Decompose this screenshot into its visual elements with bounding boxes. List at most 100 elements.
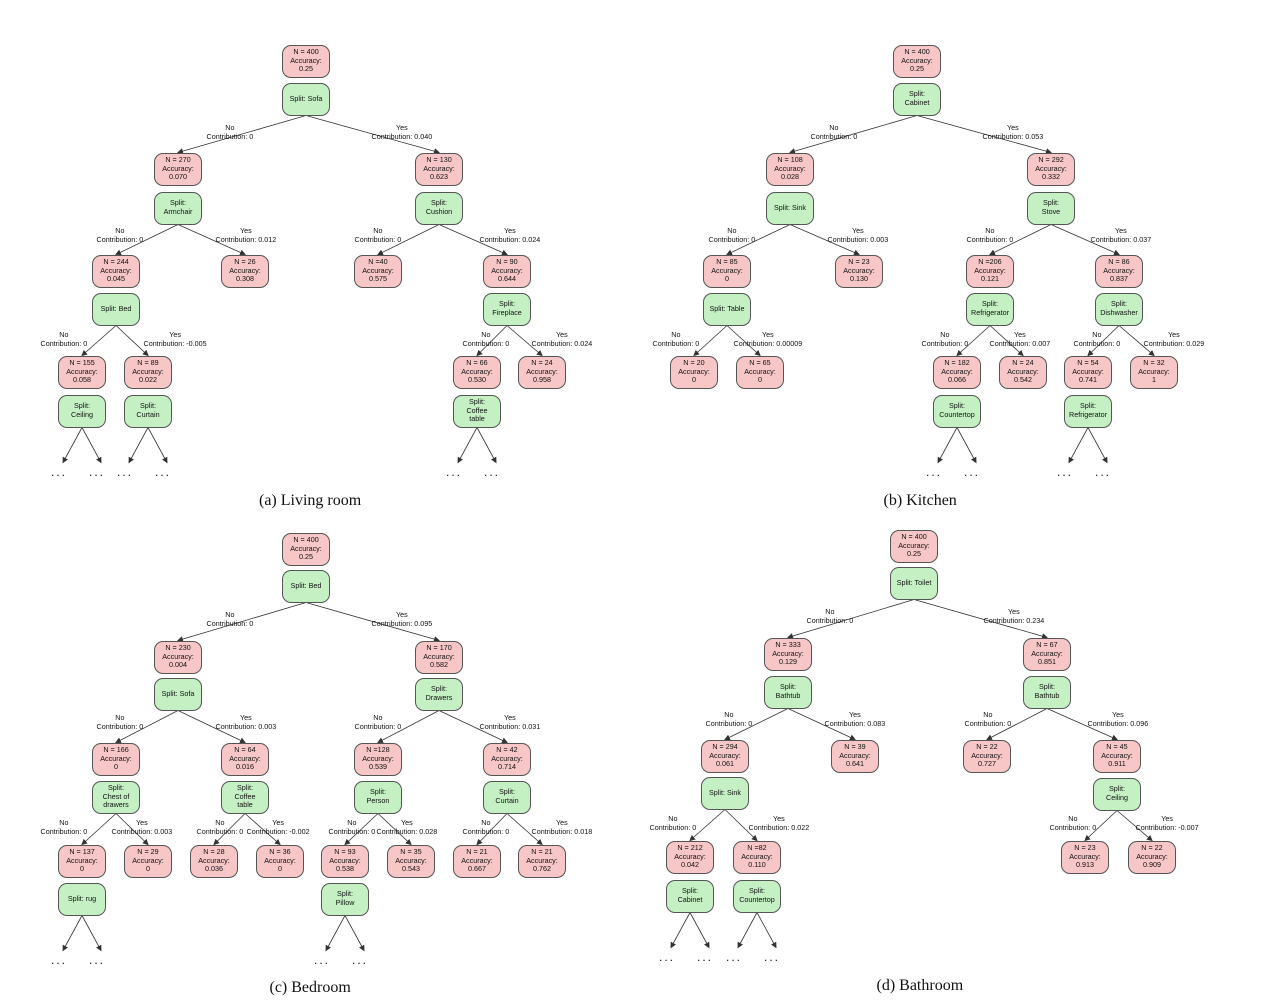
- ellipsis-more: ...: [89, 952, 106, 967]
- ellipsis-more: ...: [726, 949, 743, 964]
- split-node: Split:Cabinet: [893, 82, 941, 116]
- edge-answer: Yes: [773, 814, 785, 823]
- ellipsis-more: ...: [89, 464, 106, 479]
- split-node: Split:Ceiling: [58, 394, 106, 428]
- tree-edge: [1046, 708, 1118, 741]
- node-text: Split:: [499, 299, 515, 309]
- split-node: Split:Stove: [1027, 191, 1075, 225]
- split-node: Split: Table: [703, 292, 751, 326]
- node-text: N = 42: [496, 745, 518, 755]
- node-text: Countertop: [739, 895, 775, 904]
- node-text: table: [237, 800, 253, 810]
- node-text: N = 400: [293, 47, 319, 57]
- node-text: N = 22: [1141, 843, 1163, 853]
- edge-contribution: Contribution: 0.024: [479, 234, 541, 244]
- node-text: Cabinet: [677, 895, 703, 904]
- node-text: N = 21: [531, 847, 553, 857]
- tree-edge: [989, 325, 1024, 357]
- node-text: N = 20: [683, 358, 705, 368]
- panel-caption: (c) Bedroom: [269, 979, 351, 996]
- node-text: N = 130: [426, 155, 452, 165]
- edge-answer: Yes: [401, 818, 413, 827]
- split-node: Split:Cushion: [415, 191, 463, 225]
- node-text: Split:: [949, 401, 965, 411]
- node-text: Accuracy:: [290, 543, 322, 553]
- node-text: N = 400: [293, 535, 319, 545]
- node-text: Split: Table: [709, 303, 745, 313]
- edge-contribution: Contribution: -0.007: [1135, 822, 1199, 832]
- edge-answer: No: [115, 226, 125, 235]
- node-text: 0: [725, 274, 729, 284]
- split-node: Split:Bathtub: [764, 675, 812, 709]
- edge-answer: No: [225, 610, 235, 619]
- split-node: Split:Curtain: [124, 394, 172, 428]
- edge-contribution: Contribution: 0.00009: [733, 338, 803, 348]
- node-text: Split: Bed: [100, 303, 132, 313]
- node-text: Accuracy:: [1136, 851, 1168, 861]
- tree-edge: [937, 427, 958, 464]
- node-text: Ceiling: [1106, 793, 1128, 802]
- split-node: Split:Pillow: [321, 882, 369, 916]
- edge-contribution: Contribution: 0.022: [748, 822, 810, 832]
- node-text: N = 292: [1038, 155, 1064, 165]
- node-text: table: [469, 414, 485, 424]
- ellipsis-more: ...: [446, 464, 463, 479]
- node-text: N = 212: [677, 843, 703, 853]
- edge-answer: Yes: [1115, 226, 1127, 235]
- split-node: Split:Refrigerator: [1064, 394, 1112, 428]
- edge-answer: No: [825, 607, 835, 616]
- node-text: Accuracy:: [362, 753, 394, 763]
- node-text: Accuracy:: [526, 366, 558, 376]
- edge-contribution: Contribution: 0: [40, 338, 88, 348]
- node-text: Accuracy:: [229, 753, 261, 763]
- edge-answer: Yes: [1168, 330, 1180, 339]
- edge-answer: No: [727, 226, 737, 235]
- tree-edge: [177, 710, 246, 744]
- edge-contribution: Contribution: 0: [921, 338, 969, 348]
- edge-answer: Yes: [136, 818, 148, 827]
- node-text: 0.958: [533, 375, 551, 385]
- node-text: N = 400: [904, 47, 930, 57]
- node-text: N = 32: [1143, 358, 1165, 368]
- node-text: 0.25: [907, 549, 921, 559]
- split-node: Split: Bed: [92, 292, 140, 326]
- tree-edge: [689, 912, 710, 949]
- node-text: Split:: [780, 682, 796, 692]
- edge-answer: Yes: [849, 710, 861, 719]
- node-text: Split: Sink: [774, 202, 806, 212]
- node-text: N = 155: [69, 358, 95, 368]
- split-node: Split:Countertop: [733, 879, 781, 913]
- node-text: Accuracy:: [290, 55, 322, 65]
- node-text: Drawers: [425, 693, 453, 702]
- edge-contribution: Contribution: 0.003: [111, 826, 173, 836]
- node-text: 0.741: [1079, 375, 1097, 385]
- tree-edge: [325, 915, 346, 952]
- tree-edge: [115, 813, 149, 846]
- split-node: Split:Drawers: [415, 677, 463, 711]
- node-text: 0.061: [716, 759, 734, 769]
- panel-caption: (d) Bathroom: [876, 977, 964, 994]
- node-text: 0.25: [910, 64, 924, 74]
- node-text: Accuracy:: [162, 163, 194, 173]
